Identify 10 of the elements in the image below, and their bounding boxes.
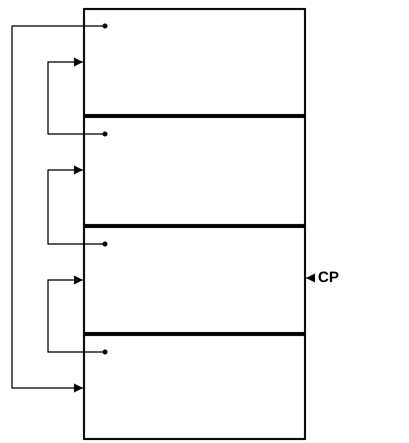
signal-label: CP [318,268,339,288]
register-box [83,226,306,334]
register-box [83,116,306,226]
arrow [47,166,83,245]
register-box [83,334,306,440]
arrow [47,276,83,353]
arrow [47,58,83,135]
arrow [306,274,315,282]
register-box [83,8,306,116]
arrow [11,25,83,392]
